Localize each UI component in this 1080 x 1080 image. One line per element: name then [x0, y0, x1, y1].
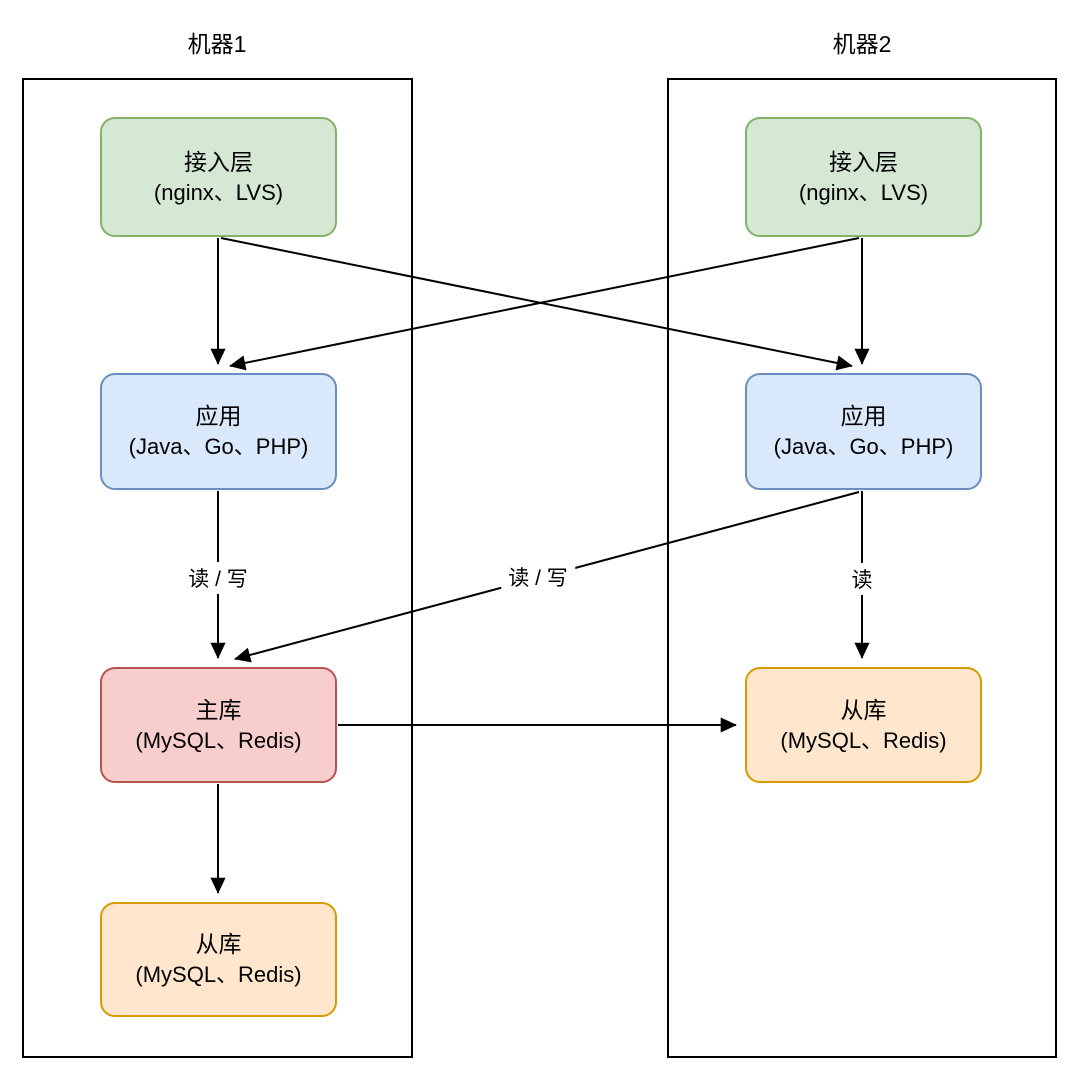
node-title: 应用 [840, 403, 887, 430]
edge-label-read-write-m1: 读 / 写 [181, 562, 255, 594]
node-title: 主库 [195, 696, 242, 723]
node-m2-access-layer: 接入层 (nginx、LVS) [745, 117, 982, 237]
node-m2-app: 应用 (Java、Go、PHP) [745, 373, 982, 490]
node-m1-app: 应用 (Java、Go、PHP) [100, 373, 337, 490]
node-m1-slave-db: 从库 (MySQL、Redis) [100, 902, 337, 1017]
node-subtitle: (Java、Go、PHP) [128, 434, 309, 460]
node-title: 应用 [195, 403, 242, 430]
node-m1-access-layer: 接入层 (nginx、LVS) [100, 117, 337, 237]
node-title: 接入层 [829, 148, 898, 175]
edge-label-read-m2: 读 [844, 563, 880, 595]
node-subtitle: (Java、Go、PHP) [773, 434, 954, 460]
node-m1-master-db: 主库 (MySQL、Redis) [100, 667, 337, 783]
node-title: 从库 [195, 931, 242, 958]
node-subtitle: (nginx、LVS) [798, 179, 929, 205]
node-subtitle: (MySQL、Redis) [780, 727, 947, 753]
node-subtitle: (nginx、LVS) [153, 179, 284, 205]
node-subtitle: (MySQL、Redis) [135, 962, 302, 988]
node-subtitle: (MySQL、Redis) [135, 727, 302, 753]
node-m2-slave-db: 从库 (MySQL、Redis) [745, 667, 982, 783]
edge-label-read-write-cross: 读 / 写 [501, 561, 575, 593]
machine-1-label: 机器1 [187, 31, 247, 57]
node-title: 从库 [840, 696, 887, 723]
machine-2-label: 机器2 [832, 31, 892, 57]
node-title: 接入层 [184, 148, 253, 175]
